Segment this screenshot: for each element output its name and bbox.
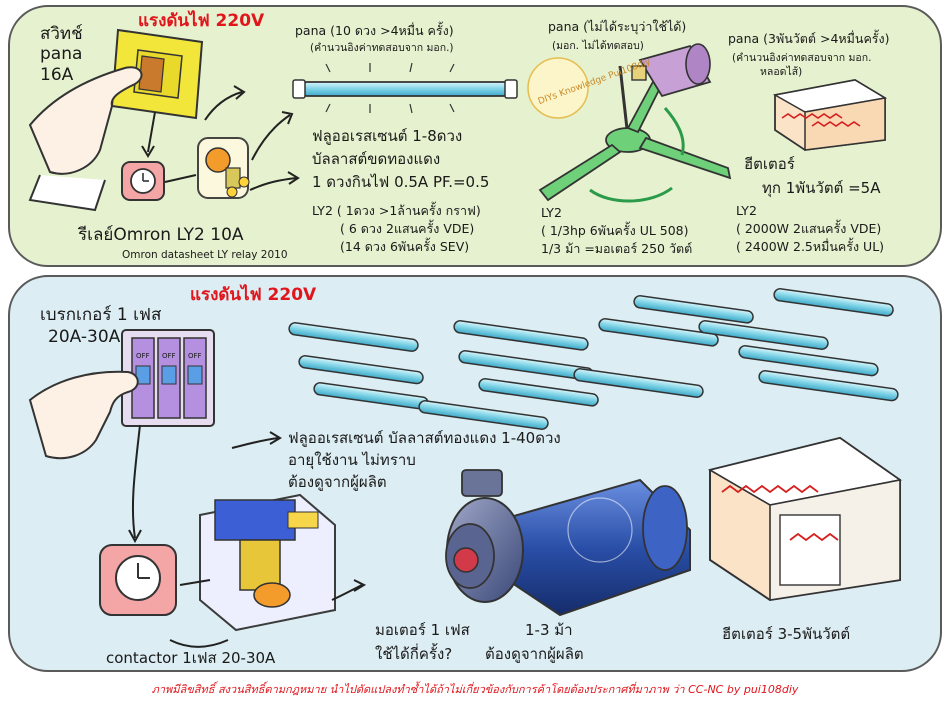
- fan-motor-icon: [631, 43, 712, 98]
- bottom-fluor-line2: อายุใช้งาน ไม่ทราบ: [288, 451, 416, 469]
- breaker-line2: 20A-30A: [48, 327, 121, 347]
- fluor-line3: 1 ดวงกินไฟ 0.5A PF.=0.5: [312, 173, 490, 191]
- ly2-lamp-2: ( 6 ดวง 2แสนครั้ง VDE): [340, 221, 475, 236]
- ly2-lamp-1: LY2 ( 1ดวง >1ล้านครั้ง กราฟ): [312, 203, 481, 218]
- bottom-fluor-line1: ฟลูออเรสเซนต์ บัลลาสต์ทองแดง 1-40ดวง: [288, 429, 561, 447]
- flow-arrows-bottom: [128, 424, 367, 648]
- tube-title: pana (10 ดวง >4หมื่น ครั้ง): [295, 23, 454, 38]
- heater-box-icon-bottom: [707, 436, 903, 602]
- heater-line2: ( 2400W 2.5หมื่นครั้ง UL): [736, 239, 885, 254]
- top-voltage-label: แรงดันไฟ 220V: [138, 11, 265, 31]
- breaker-line1: เบรกเกอร์ 1 เฟส: [40, 305, 162, 325]
- motor-line1b: 1-3 ม้า: [525, 621, 573, 639]
- heater-rate: ทุก 1พันวัตต์ =5A: [762, 179, 881, 197]
- pump-motor-icon: [445, 469, 691, 617]
- heater-box-icon: [772, 79, 888, 151]
- heater-title: pana (3พันวัตต์ >4หมื่นครั้ง): [728, 31, 890, 46]
- contactor-icon: [199, 493, 336, 632]
- heater-label: ฮีตเตอร์: [744, 155, 795, 173]
- fluor-line2: บัลลาสต์ขดทองแดง: [312, 150, 441, 168]
- relay-icon: [197, 137, 250, 199]
- bottom-heater-label: ฮีตเตอร์ 3-5พันวัตต์: [722, 625, 851, 643]
- fan-line1: ( 1/3hp 6พันครั้ง UL 508): [541, 223, 689, 238]
- fan-line2: 1/3 ม้า =มอเตอร์ 250 วัตต์: [541, 241, 693, 256]
- hand-icon-bottom: [28, 370, 139, 460]
- heater-note2: หลอดไส้): [760, 66, 803, 78]
- motor-line2: ใช้ได้กี่ครั้ง?: [375, 645, 453, 663]
- ceiling-fan-icon: [527, 57, 732, 203]
- relay-note: Omron datasheet LY relay 2010: [122, 249, 288, 261]
- fan-title: pana (ไม่ได้ระบุว่าใช้ได้): [548, 19, 687, 34]
- ly2-lamp-3: (14 ดวง 6พันครั้ง SEV): [340, 239, 470, 254]
- timer-icon: [121, 161, 165, 201]
- copyright-footer: ภาพมีลิขสิทธิ์ สงวนสิทธิ์ตามกฎหมาย นำไปด…: [151, 683, 799, 696]
- switch-label: สวิทช์ pana 16A: [40, 24, 83, 85]
- motor-line1: มอเตอร์ 1 เฟส: [375, 621, 470, 639]
- breaker-switch-label-2: OFF: [162, 352, 176, 360]
- heater-ly2: LY2: [736, 203, 757, 218]
- fan-note: (มอก. ไม่ได้ทดสอบ): [552, 40, 644, 52]
- breaker-switch-label-1: OFF: [136, 352, 150, 360]
- timer-icon-bottom: [99, 544, 177, 616]
- motor-line2b: ต้องดูจากผู้ผลิต: [485, 645, 584, 663]
- heater-note1: (คำนวนอิงค่าทดสอบจาก มอก.: [732, 52, 872, 64]
- bottom-fluor-line3: ต้องดูจากผู้ผลิต: [288, 473, 387, 491]
- heater-line1: ( 2000W 2แสนครั้ง VDE): [736, 221, 882, 236]
- contactor-label: contactor 1เฟส 20-30A: [106, 649, 276, 667]
- breaker-panel-icon: [121, 329, 215, 427]
- fluorescent-tube-array: [288, 288, 899, 430]
- fluorescent-tube-icon: [292, 62, 518, 114]
- tube-note: (คำนวนอิงค่าทดสอบจาก มอก.): [310, 42, 454, 54]
- fluor-line1: ฟลูออเรสเซนต์ 1-8ดวง: [312, 127, 463, 145]
- fan-ly2: LY2: [541, 205, 562, 220]
- hand-icon: [28, 66, 143, 212]
- flow-arrows-top: [141, 85, 300, 191]
- breaker-switch-label-3: OFF: [188, 352, 202, 360]
- bottom-voltage-label: แรงดันไฟ 220V: [190, 285, 317, 305]
- relay-title: รีเลย์Omron LY2 10A: [78, 225, 244, 245]
